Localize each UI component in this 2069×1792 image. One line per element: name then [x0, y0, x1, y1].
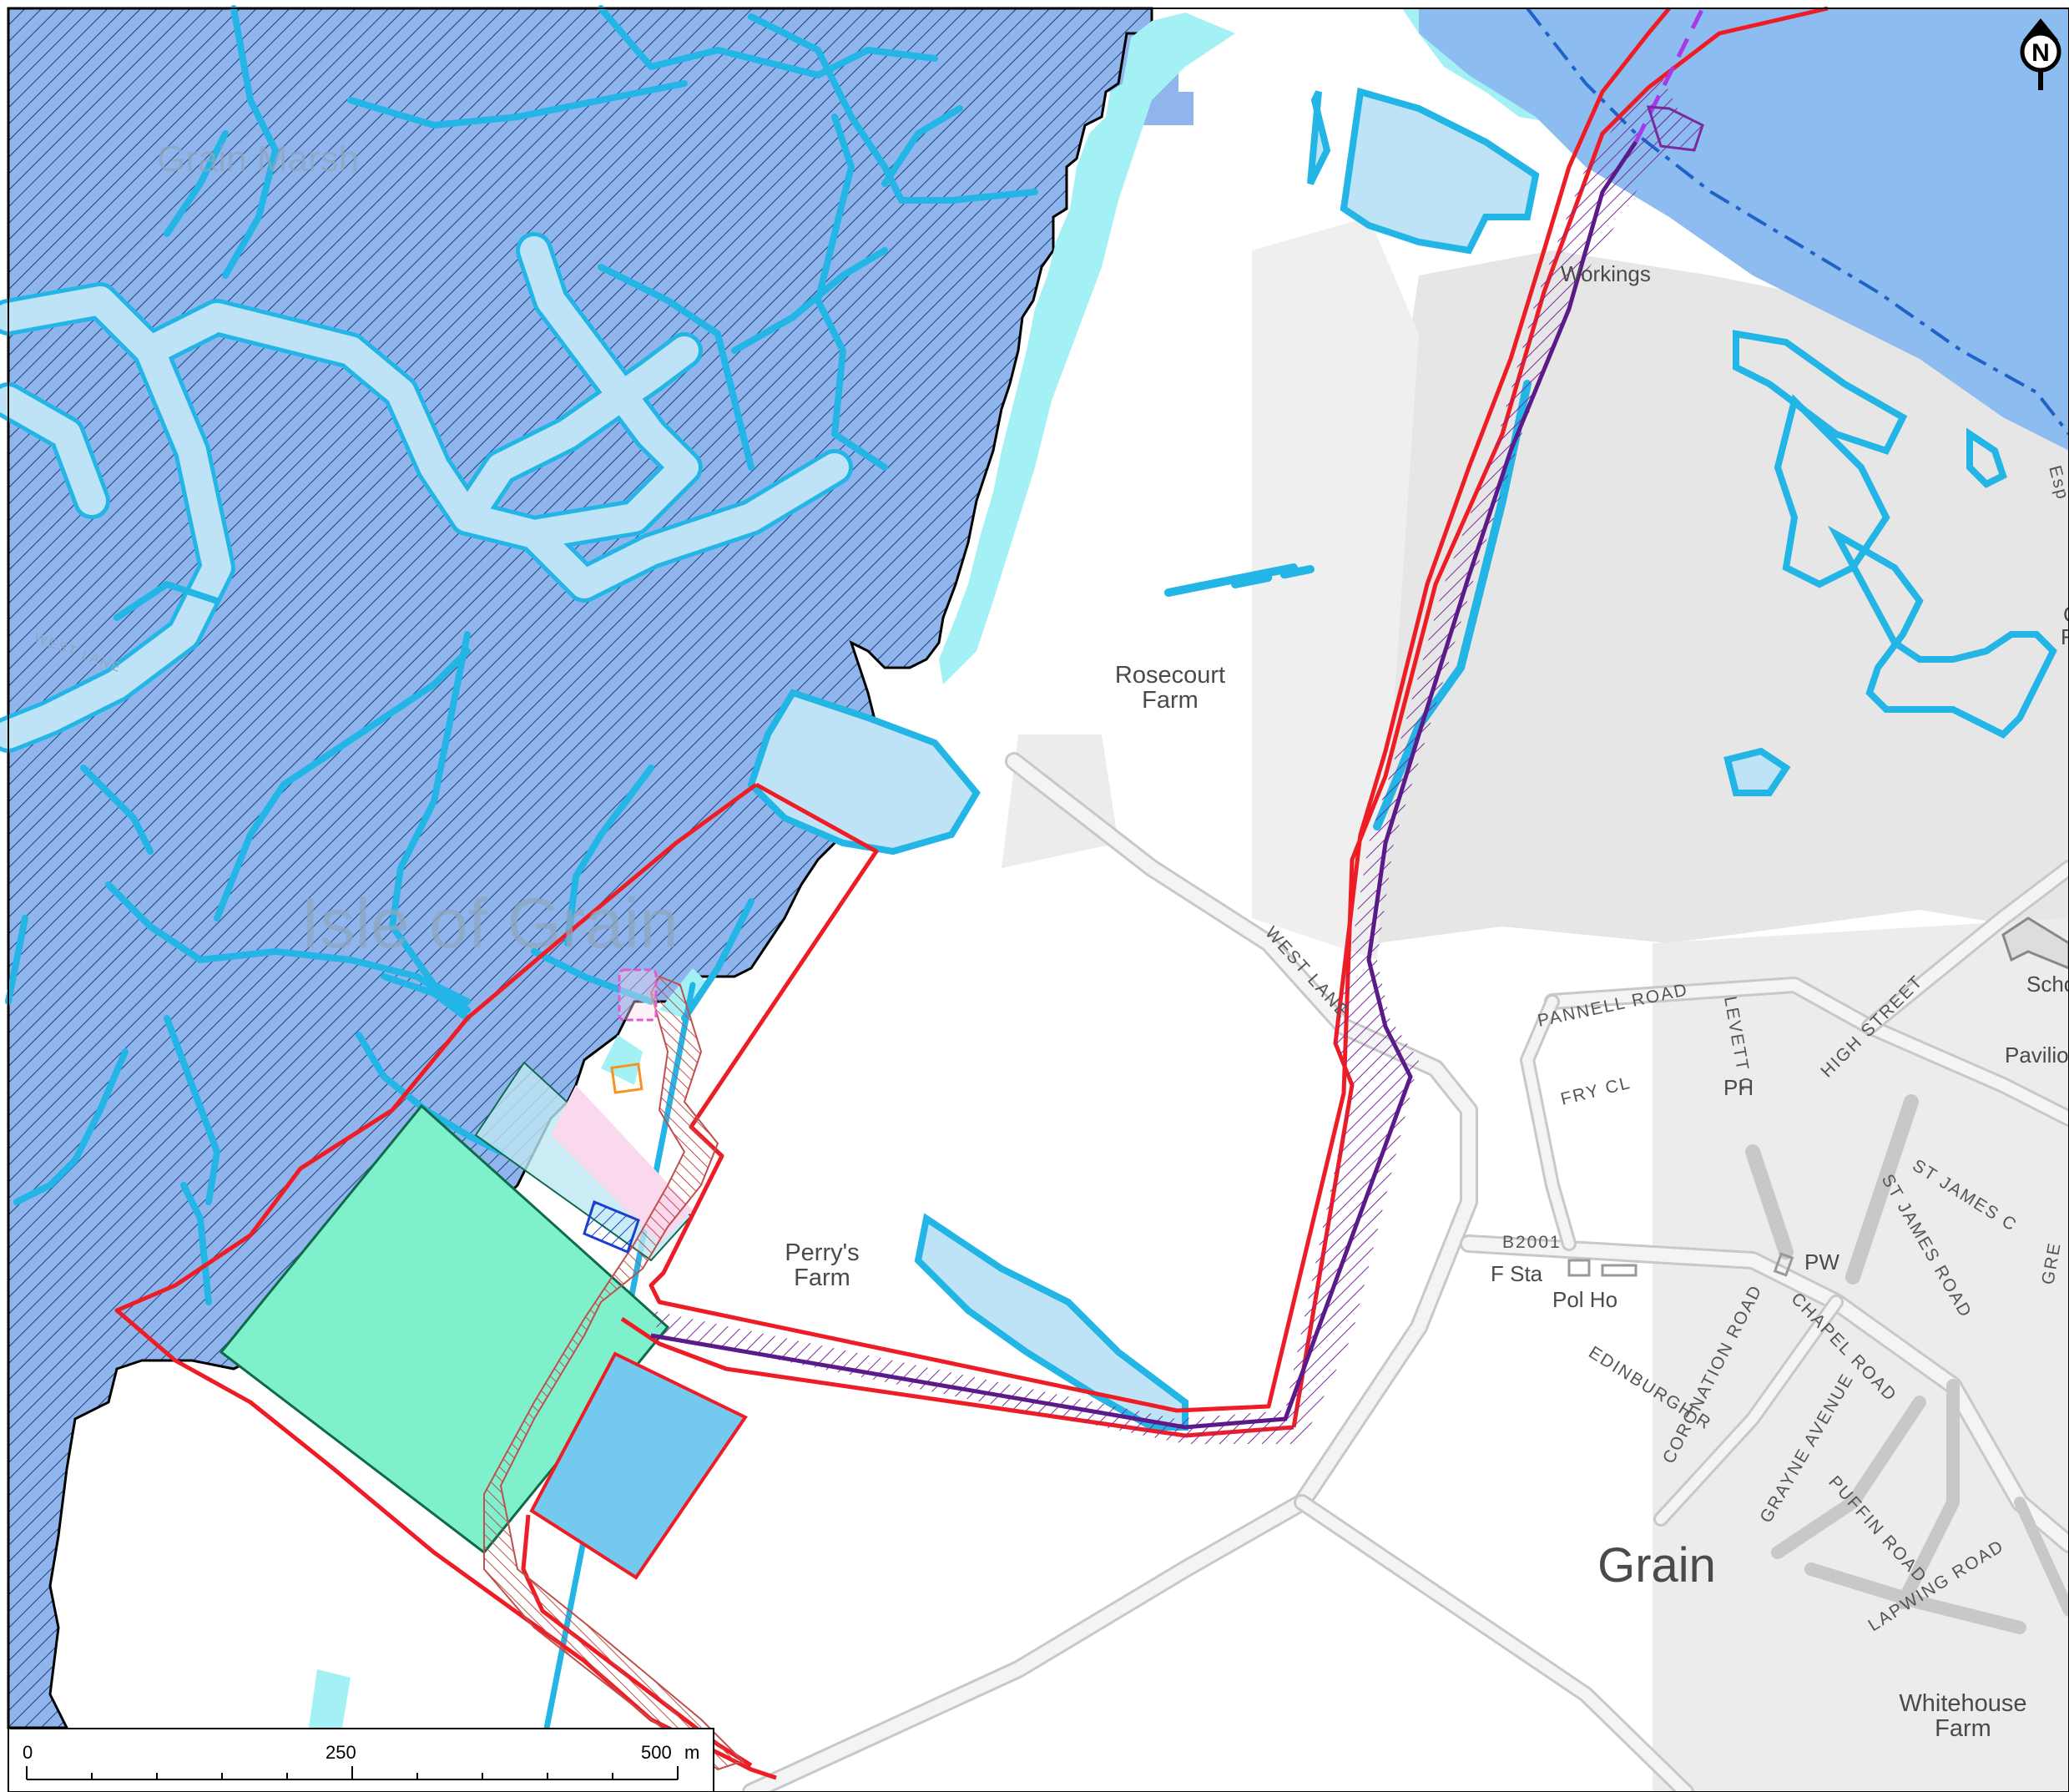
estuary — [1419, 7, 2069, 451]
label-ph: PH — [1723, 1075, 1754, 1100]
label-f-sta: F Sta — [1491, 1261, 1543, 1286]
access-road — [483, 975, 744, 1771]
label-workings: Workings — [1561, 261, 1651, 286]
creeks — [0, 5, 1532, 1792]
map-border — [8, 8, 2069, 1792]
buildings — [1567, 916, 2069, 1277]
scale-unit: m — [684, 1742, 700, 1763]
label-grain: Grain — [1597, 1538, 1716, 1593]
label-pw: PW — [1804, 1249, 1839, 1275]
scale-label-500: 500 — [641, 1742, 672, 1763]
north-arrow-icon: N — [2016, 15, 2065, 93]
ponds — [747, 87, 2057, 1431]
cable-corridor — [650, 7, 1705, 1444]
scale-label-250: 250 — [325, 1742, 356, 1763]
label-pol-ho: Pol Ho — [1552, 1287, 1617, 1312]
blue-rectangle — [529, 1351, 748, 1580]
roads — [742, 752, 2069, 1792]
label-school: Scho — [2026, 972, 2069, 997]
label-pavilion: Pavilio — [2005, 1042, 2069, 1068]
small-markers — [583, 968, 658, 1254]
scale-ticks — [26, 1766, 679, 1780]
scale-bar: 0 250 500 m — [10, 1728, 714, 1791]
label-rosecourt: Rosecourt — [1115, 662, 1225, 689]
label-isle-of-grain: Isle of Grain — [300, 884, 679, 962]
label-b2001: B2001 — [1502, 1233, 1562, 1252]
label-edge-c: C — [2063, 602, 2069, 627]
north-letter: N — [2031, 39, 2050, 67]
label-whitehouse: Whitehouse — [1899, 1690, 2026, 1717]
label-perrys-farm: Farm — [794, 1264, 850, 1291]
label-whitehouse-farm: Farm — [1935, 1715, 1991, 1742]
label-fry-cl: FRY CL — [1559, 1073, 1633, 1109]
label-grain-marsh: Grain Marsh — [157, 139, 359, 179]
label-edge-f: F — [2061, 624, 2069, 649]
scale-label-0: 0 — [23, 1742, 33, 1763]
label-rosecourt-farm: Farm — [1142, 687, 1199, 714]
label-perrys: Perry's — [785, 1239, 859, 1266]
